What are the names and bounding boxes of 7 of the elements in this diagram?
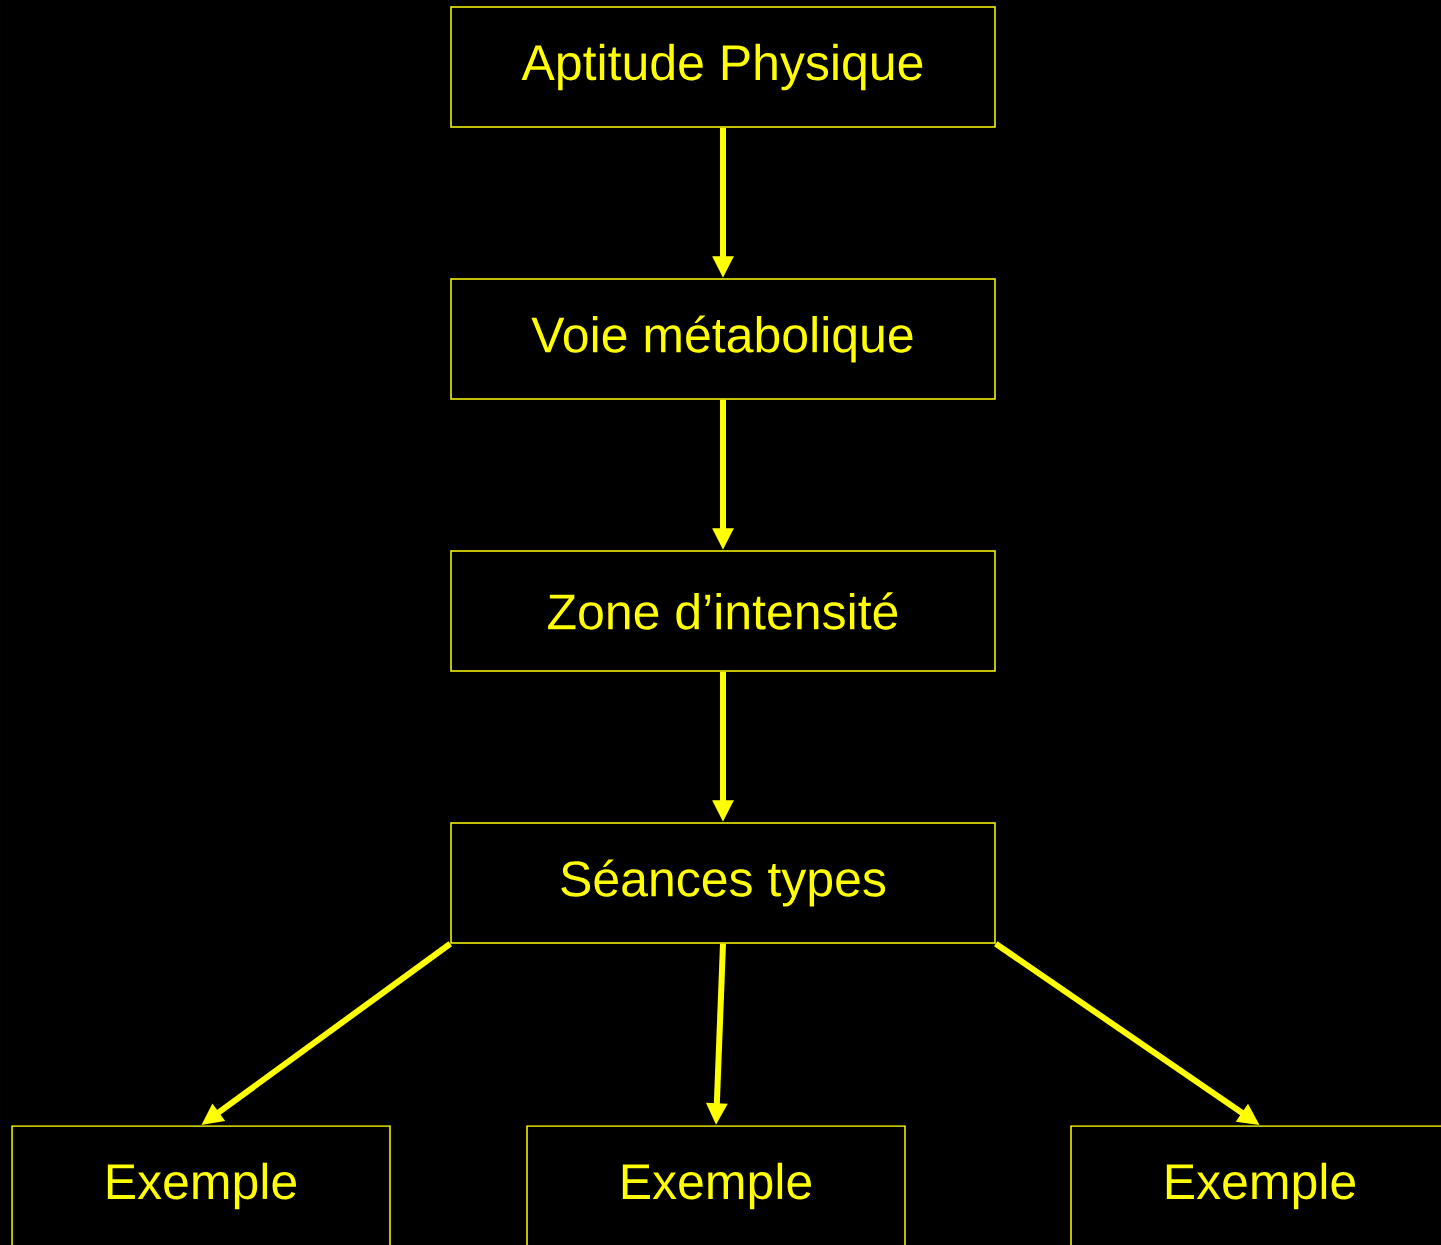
process-box: Exemple [11,1125,391,1245]
process-box: Exemple [1070,1125,1441,1245]
process-box: Exemple [526,1125,906,1245]
process-box: Séances types [450,822,996,944]
process-box: Zone d’intensité [450,550,996,672]
process-box: Voie métabolique [450,278,996,400]
process-box: Aptitude Physique [450,6,996,128]
